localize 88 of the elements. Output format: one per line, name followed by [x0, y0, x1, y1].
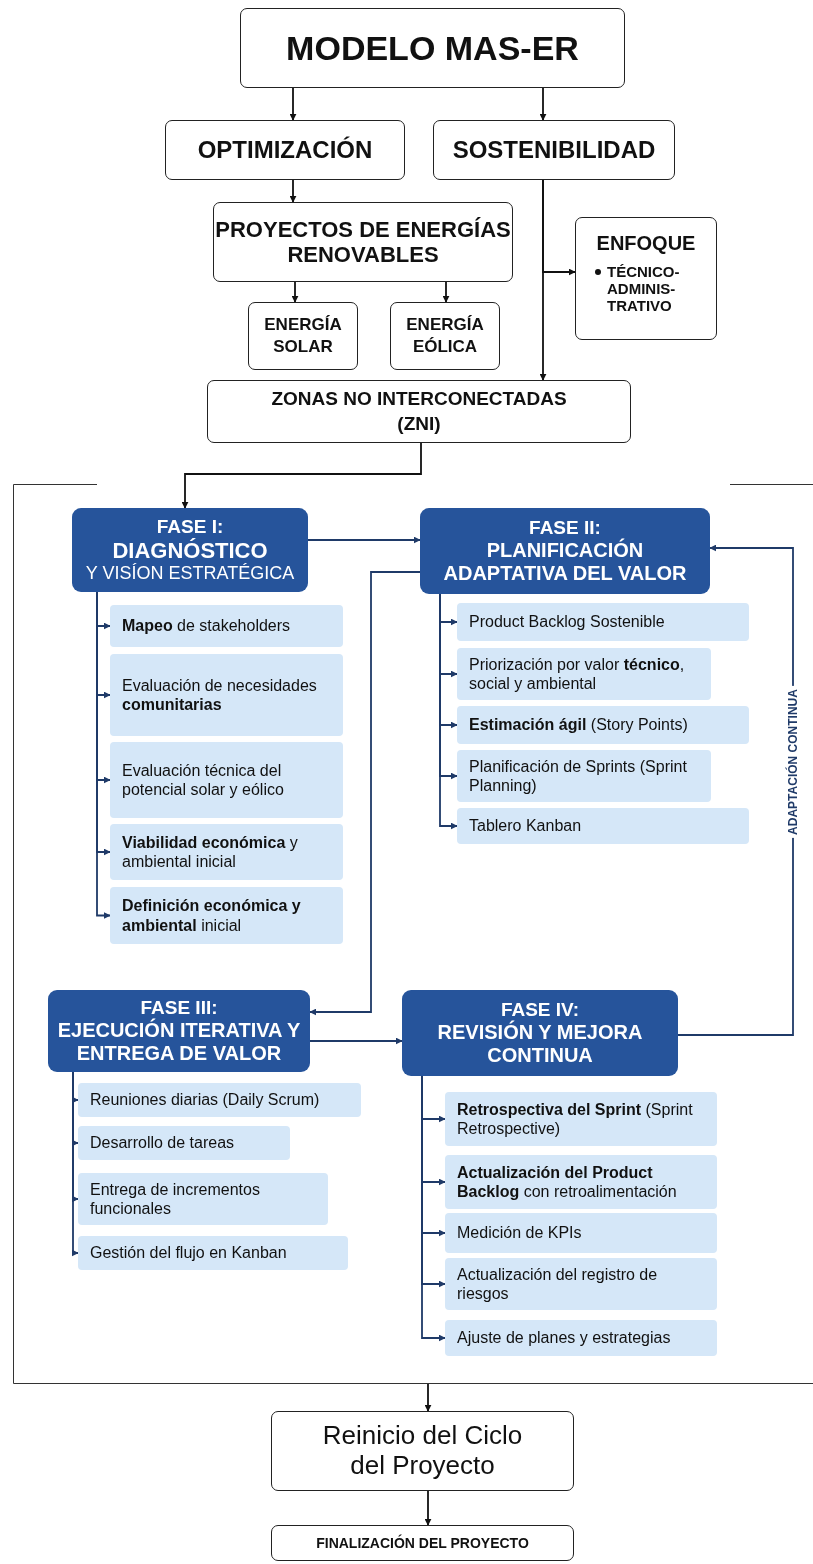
node-text: TÉCNICO-ADMINIS-TRATIVO: [607, 263, 681, 314]
task-box: [457, 808, 749, 844]
task-text: Gestión del flujo en Kanban: [90, 1243, 287, 1263]
task-text: Priorización por valor técnico, social y ambiental: [469, 654, 686, 694]
process-box: [207, 380, 631, 443]
arrow: [539, 87, 547, 121]
phase-title: PLANIFICACIÓN ADAPTATIVA DEL VALOR: [442, 538, 688, 585]
phase-label: FASE IV:: [500, 999, 581, 1021]
phase-box: [402, 990, 678, 1076]
phase-box: [48, 990, 310, 1072]
task-box: [110, 887, 343, 944]
process-box: [575, 217, 717, 340]
node-text: PROYECTOS DE ENERGÍAS RENOVABLES: [214, 216, 512, 268]
arrow: [442, 281, 450, 303]
process-box: [271, 1411, 574, 1491]
task-text: Retrospectiva del Sprint (Sprint Retrospective): [457, 1099, 694, 1139]
task-box: [110, 824, 343, 880]
arrow: [291, 281, 299, 303]
task-text: Evaluación técnica del potencial solar y eólico: [122, 760, 285, 800]
task-box: [457, 603, 749, 641]
task-text: Planificación de Sprints (Sprint Planning): [469, 756, 688, 796]
task-text: Tablero Kanban: [469, 816, 582, 836]
task-text: Product Backlog Sostenible: [469, 612, 665, 632]
task-box: [110, 654, 343, 736]
task-text: Actualización del registro de riesgos: [457, 1264, 659, 1304]
process-box: [271, 1525, 574, 1561]
task-box: [78, 1083, 361, 1117]
node-text: ENERGÍA EÓLICA: [405, 313, 485, 358]
arrow: [439, 593, 458, 830]
task-box: [110, 605, 343, 647]
task-text: Estimación ágil (Story Points): [469, 715, 688, 735]
arrow: [96, 591, 111, 919]
phase-label: FASE I:: [156, 516, 224, 538]
task-text: Mapeo de stakeholders: [122, 616, 291, 636]
task-box: [445, 1092, 717, 1146]
task-box: [457, 648, 711, 700]
phase-box: [420, 508, 710, 594]
node-heading: ENFOQUE: [596, 232, 696, 255]
task-box: [457, 750, 711, 802]
task-box: [78, 1236, 348, 1270]
process-box: [390, 302, 500, 370]
process-box: [433, 120, 675, 180]
arrow: [289, 179, 297, 203]
task-text: Medición de KPIs: [457, 1223, 582, 1243]
arrow: [421, 1075, 446, 1342]
process-box: [213, 202, 513, 282]
container-frame: [13, 484, 813, 1384]
task-text: Evaluación de necesidades comunitarias: [122, 675, 318, 715]
node-text: OPTIMIZACIÓN: [197, 136, 373, 164]
phase-label: FASE II:: [529, 517, 601, 539]
task-box: [110, 742, 343, 818]
arrow: [181, 442, 422, 509]
arrow: [307, 536, 421, 544]
task-box: [445, 1258, 717, 1310]
task-text: Viabilidad económica y ambiental inicial: [122, 832, 299, 872]
phase-title: EJECUCIÓN ITERATIVA Y ENTREGA DE VALOR: [56, 1018, 302, 1065]
node-text: FINALIZACIÓN DEL PROYECTO: [316, 1535, 529, 1551]
task-box: [457, 706, 749, 744]
task-box: [445, 1155, 717, 1209]
node-text: SOSTENIBILIDAD: [452, 136, 656, 164]
task-text: Definición económica y ambiental inicial: [122, 896, 302, 935]
arrow: [309, 1037, 403, 1045]
process-box: [248, 302, 358, 370]
task-text: Desarrollo de tareas: [90, 1133, 235, 1153]
task-text: Ajuste de planes y estrategias: [457, 1328, 671, 1348]
phase-title: REVISIÓN Y MEJORA CONTINUA: [436, 1020, 644, 1067]
arrow: [539, 179, 547, 381]
node-text: Reinicio del Ciclo del Proyecto: [321, 1421, 524, 1481]
arrow: [309, 571, 421, 1016]
arrow: [424, 1383, 432, 1412]
arrow: [289, 87, 297, 121]
task-text: Entrega de incrementos funcionales: [90, 1179, 261, 1219]
arrow: [424, 1490, 432, 1526]
task-box: [445, 1320, 717, 1356]
task-box: [445, 1213, 717, 1253]
node-text: ZONAS NO INTERCONECTADAS (ZNI): [270, 386, 568, 436]
phase-title: DIAGNÓSTICO Y VISÍON ESTRATÉGICA: [85, 537, 295, 584]
phase-box: [72, 508, 308, 592]
arrow: [71, 1071, 79, 1257]
process-box: [165, 120, 405, 180]
node-text: ENERGÍA SOLAR: [263, 313, 343, 358]
task-text: Actualización del Product Backlog con retroalimentación: [457, 1162, 678, 1202]
phase-label: FASE III:: [140, 997, 219, 1019]
node-text: MODELO MAS-ER: [286, 28, 579, 68]
task-text: Reuniones diarias (Daily Scrum): [90, 1090, 320, 1110]
process-box: [240, 8, 625, 88]
task-box: [78, 1126, 290, 1160]
task-box: [78, 1173, 328, 1225]
